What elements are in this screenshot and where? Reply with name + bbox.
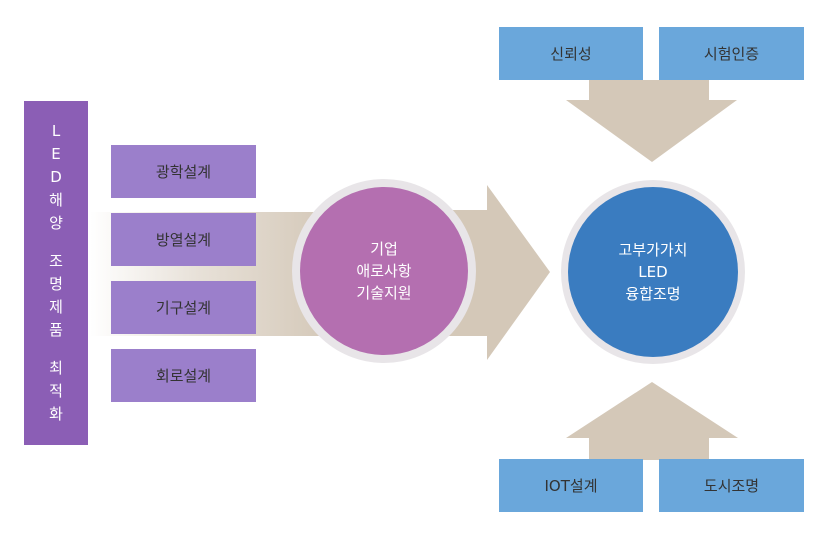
result-circle-text: 고부가가치 LED 융합조명 [568, 239, 738, 305]
design-box-thermal: 방열설계 [111, 213, 256, 266]
center-circle-line: 기술지원 [356, 284, 412, 302]
vertical-char: 화 [49, 405, 63, 423]
result-circle [568, 187, 738, 357]
result-circle-line: LED [638, 263, 668, 281]
vertical-char: 적 [49, 382, 63, 400]
vertical-char: 제 [49, 298, 63, 316]
vertical-char: L [51, 122, 61, 140]
vertical-char: 해 [49, 191, 63, 209]
up-arrow [566, 382, 738, 460]
vertical-char: D [50, 168, 62, 186]
bottom-box-iot: IOT설계 [499, 459, 643, 512]
design-box-optical: 광학설계 [111, 145, 256, 198]
vertical-char: 최 [49, 359, 63, 377]
bottom-box-urban-lighting: 도시조명 [659, 459, 804, 512]
center-circle-line: 애로사항 [356, 262, 412, 280]
vertical-label-bar: L E D 해 양 조 명 제 품 최 적 화 [24, 101, 88, 445]
vertical-char: 양 [49, 214, 63, 232]
down-arrow [566, 80, 737, 162]
design-box-mechanical: 기구설계 [111, 281, 256, 334]
center-circle [300, 187, 468, 355]
vertical-char: 명 [49, 275, 63, 293]
vertical-char: E [51, 145, 61, 163]
center-circle-text: 기업 애로사항 기술지원 [300, 238, 468, 304]
center-circle-line: 기업 [370, 240, 398, 258]
design-box-circuit: 회로설계 [111, 349, 256, 402]
top-box-certification: 시험인증 [659, 27, 804, 80]
vertical-char: 조 [49, 252, 63, 270]
vertical-char: 품 [49, 321, 63, 339]
top-box-reliability: 신뢰성 [499, 27, 643, 80]
result-circle-line: 융합조명 [625, 285, 681, 303]
result-circle-line: 고부가가치 [618, 241, 688, 259]
